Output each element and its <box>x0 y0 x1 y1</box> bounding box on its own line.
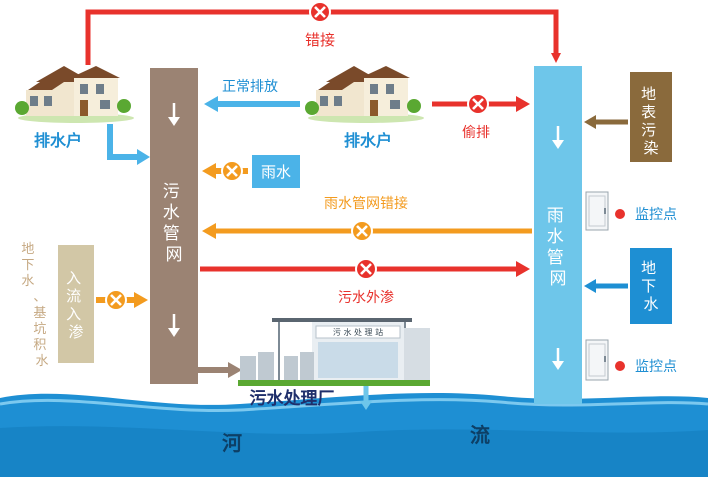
sewage-exfiltration-label: 污水外渗 <box>338 290 394 306</box>
monitor-upper-label: 监控点 <box>635 207 677 223</box>
sewage-exfiltration-badge <box>355 258 377 280</box>
normal-discharge-label: 正常排放 <box>222 79 278 95</box>
gw-left-c2: 下 <box>21 258 34 273</box>
illegal-discharge-label: 偷排 <box>462 125 490 141</box>
normal-discharge-arrow <box>204 96 300 112</box>
misconnection-top-label: 错接 <box>305 31 335 49</box>
sewer-pipe-label-4: 网 <box>166 245 183 265</box>
sewer-pipe-label-2: 水 <box>163 203 180 223</box>
groundwater-right-label: 地 下 水 <box>641 259 661 313</box>
surface-c2: 表 <box>641 103 656 121</box>
pipe-misconnection-label: 雨水管网错接 <box>324 195 408 212</box>
sewer-to-plant-arrow <box>198 362 242 378</box>
river-label-right: 流 <box>470 423 490 447</box>
household-left-to-sewer-arrow <box>107 124 150 165</box>
treatment-plant-label: 污水处理厂 <box>250 388 335 409</box>
inflow-c4: 渗 <box>68 323 83 341</box>
sewer-pipe-label: 污 水 管 网 <box>163 182 185 265</box>
gw-right-c2: 下 <box>641 277 656 295</box>
storm-pipe-label-1: 雨 <box>547 206 564 226</box>
inflow-infiltration-badge <box>105 289 127 311</box>
rainwater-badge <box>221 160 243 182</box>
monitor-dot-lower <box>615 361 625 371</box>
storm-down-arrow-bottom <box>552 348 564 370</box>
sewer-pipe-label-3: 管 <box>163 224 180 244</box>
sewer-down-arrow-bottom <box>168 314 180 337</box>
groundwater-right-box <box>630 248 672 324</box>
surface-c1: 地 <box>641 85 656 103</box>
groundwater-right-arrow <box>584 279 628 293</box>
gw-left-c1: 地 <box>21 242 34 257</box>
river-label-left: 河 <box>222 431 242 455</box>
storm-pipe-label-2: 水 <box>547 227 564 247</box>
house-left-icon <box>15 66 134 123</box>
gw-right-c1: 地 <box>641 259 656 277</box>
storm-pipe-label-3: 管 <box>547 248 564 268</box>
plant-sign: 污 水 处 理 站 <box>333 327 383 337</box>
monitor-cabinet-lower-icon <box>585 339 609 381</box>
gw-left-c3: 水 <box>21 274 34 289</box>
household-center-label: 排水户 <box>344 131 392 150</box>
monitor-dot-upper <box>615 209 625 219</box>
gw-left-c6: 坑 <box>33 322 46 337</box>
inflow-c3: 入 <box>66 305 81 323</box>
river <box>0 393 708 477</box>
surface-c3: 污 <box>641 121 656 139</box>
inflow-infiltration-box <box>58 245 94 363</box>
pipe-misconnection-badge <box>351 220 373 242</box>
house-center-icon <box>305 66 424 123</box>
gw-left-c8: 水 <box>35 354 48 369</box>
monitor-cabinet-upper-icon <box>585 191 609 231</box>
rainwater-label: 雨水 <box>261 163 291 181</box>
sewer-pipe-label-1: 污 <box>163 182 180 202</box>
monitor-lower-label: 监控点 <box>635 359 677 375</box>
inflow-infiltration-label: 入 流 入 渗 <box>66 269 86 341</box>
storm-pipe-label: 雨 水 管 网 <box>547 206 569 289</box>
rainwater-box <box>252 155 300 188</box>
storm-pipe-label-4: 网 <box>550 269 567 289</box>
sewer-down-arrow-top <box>168 103 180 126</box>
misconnection-top-badge <box>309 1 331 23</box>
surface-pollution-label: 地 表 污 染 <box>641 85 661 157</box>
gw-right-c3: 水 <box>643 295 658 313</box>
treatment-plant-icon <box>238 318 430 410</box>
gw-left-c5: 基 <box>33 306 46 321</box>
storm-down-arrow-top <box>552 126 564 149</box>
inflow-c1: 入 <box>66 269 81 287</box>
storm-pipe <box>534 66 582 404</box>
surface-pollution-arrow <box>584 115 628 129</box>
surface-pollution-box <box>630 72 672 162</box>
gw-left-c4: 、 <box>33 290 46 305</box>
groundwater-left-label: 地 下 水 、 基 坑 积 水 <box>21 242 50 369</box>
surface-c4: 染 <box>643 139 658 157</box>
gw-left-c7: 积 <box>33 338 46 353</box>
inflow-c2: 流 <box>66 287 81 305</box>
illegal-discharge-badge <box>467 93 489 115</box>
household-left-label: 排水户 <box>34 131 82 150</box>
